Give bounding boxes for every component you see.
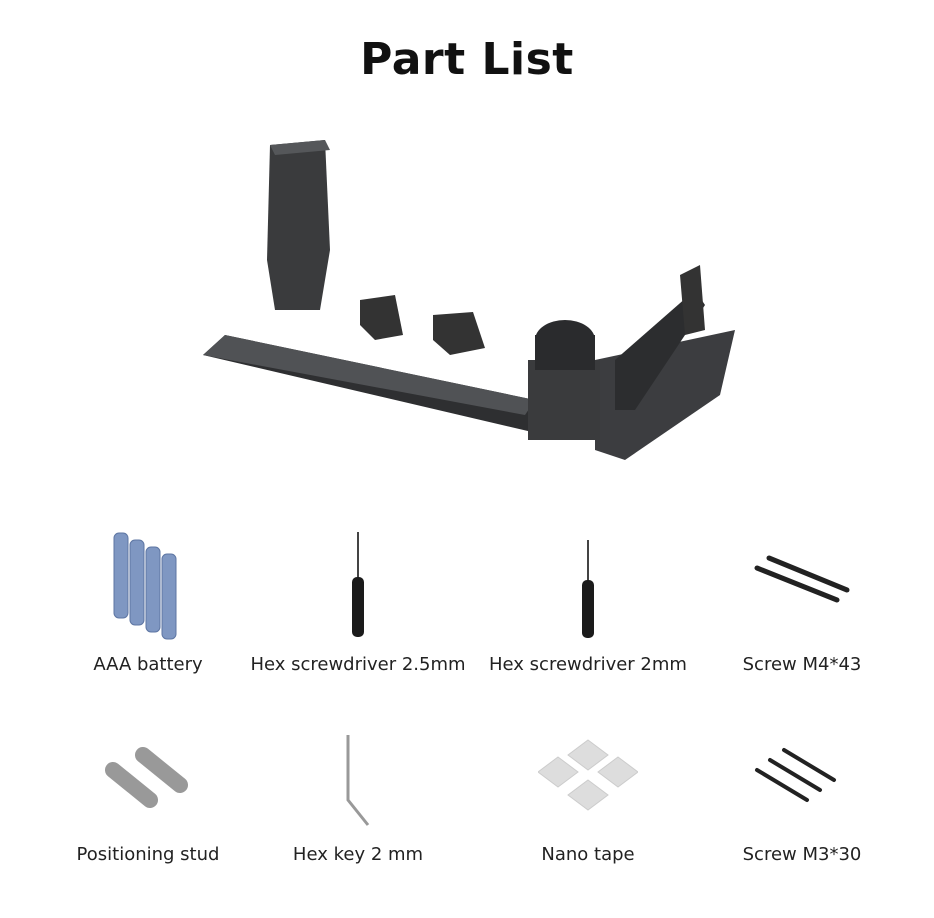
battery-icon	[113, 532, 177, 640]
part-label: Nano tape	[541, 844, 635, 865]
screwdriver-icon	[582, 540, 594, 638]
screw-icon	[755, 748, 836, 802]
part-label: Hex screwdriver 2.5mm	[250, 654, 466, 675]
screwdriver-icon	[352, 532, 364, 637]
part-label: AAA battery	[93, 654, 203, 675]
stud-icon	[105, 747, 188, 808]
rotary-roller-assembly-image	[203, 140, 735, 460]
part-label: Positioning stud	[76, 844, 220, 865]
part-label: Hex screwdriver 2mm	[489, 654, 687, 675]
part-label: Screw M3*30	[742, 844, 862, 865]
screw-icon	[754, 555, 850, 603]
tape-icon	[538, 739, 638, 811]
part-label: Screw M4*43	[742, 654, 862, 675]
hex-key-icon	[346, 735, 370, 826]
part-label: Hex key 2 mm	[292, 844, 424, 865]
page-title: Part List	[360, 34, 574, 85]
